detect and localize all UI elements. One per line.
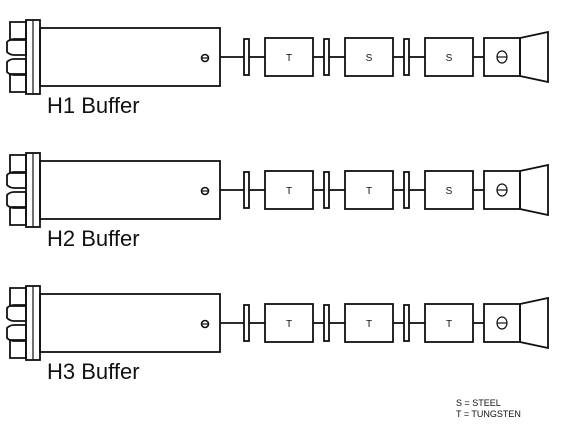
buffer-body xyxy=(39,27,221,87)
buffer-label: H2 Buffer xyxy=(47,226,140,251)
buffer-cap xyxy=(6,285,41,361)
buffer-tip xyxy=(519,163,549,217)
buffer-cap xyxy=(6,19,41,95)
weight-label: T xyxy=(286,53,292,64)
spacer xyxy=(323,171,330,209)
spacer xyxy=(243,38,250,76)
weight-label: S xyxy=(366,53,373,64)
weight-box: T xyxy=(264,37,314,77)
weight-label: T xyxy=(366,319,372,330)
buffer-body xyxy=(39,293,221,353)
spacer xyxy=(403,304,410,342)
buffer-label: H1 Buffer xyxy=(47,93,140,118)
spacer xyxy=(403,171,410,209)
weight-box: S xyxy=(344,37,394,77)
spacer xyxy=(243,304,250,342)
weight-label: T xyxy=(446,319,452,330)
weight-box: T xyxy=(344,170,394,210)
buffer-assembly: T S S H1 Buffer xyxy=(6,19,549,118)
buffer-body xyxy=(39,160,221,220)
weight-label: S xyxy=(446,53,453,64)
weight-label: T xyxy=(286,186,292,197)
weight-label: S xyxy=(446,186,453,197)
weight-box: T xyxy=(264,170,314,210)
weight-box: T xyxy=(424,303,474,343)
legend-steel: S = STEEL xyxy=(456,398,501,408)
end-box xyxy=(483,37,521,77)
buffer-assembly: T T T H3 Buffer xyxy=(6,285,549,384)
end-box xyxy=(483,170,521,210)
buffer-label: H3 Buffer xyxy=(47,359,140,384)
spacer xyxy=(403,38,410,76)
legend-tungsten: T = TUNGSTEN xyxy=(456,409,521,419)
weight-label: T xyxy=(286,319,292,330)
end-box xyxy=(483,303,521,343)
weight-box: S xyxy=(424,37,474,77)
spacer xyxy=(323,38,330,76)
buffer-tip xyxy=(519,30,549,84)
buffer-tip xyxy=(519,296,549,350)
weight-box: T xyxy=(264,303,314,343)
weight-box: T xyxy=(344,303,394,343)
weight-label: T xyxy=(366,186,372,197)
buffer-cap xyxy=(6,152,41,228)
buffer-assembly: T T S H2 Buffer xyxy=(6,152,549,251)
spacer xyxy=(243,171,250,209)
weight-box: S xyxy=(424,170,474,210)
spacer xyxy=(323,304,330,342)
